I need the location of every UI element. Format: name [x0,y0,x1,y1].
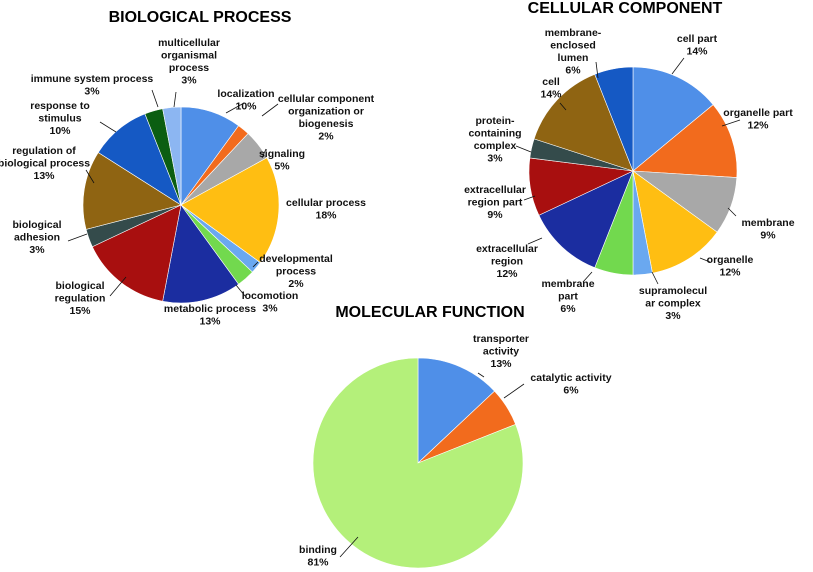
bp-slice-regulation-of-biological-process [82,152,182,230]
cc-slice-cell [533,73,634,172]
cc-leader-line [671,57,685,75]
cc-leader-line [595,61,599,79]
cc-chart-title: CELLULAR COMPONENT [528,0,723,17]
cc-leader-line [523,195,536,201]
cc-leader-line [721,119,741,127]
bp-leader-line [85,169,95,184]
cc-leader-line [559,102,567,111]
cc-slice-organelle [632,170,718,274]
mf-chart-title: MOLECULAR FUNCTION [335,304,524,321]
mf-leader-line [503,383,525,399]
bp-leader-line [252,261,259,268]
mf-slice-binding [312,357,524,569]
bp-leader-line [225,102,245,114]
bp-leader-line [151,89,159,108]
bp-chart-title: BIOLOGICAL PROCESS [109,9,292,26]
bp-leader-line [173,91,177,108]
cc-slice-membrane-enclosed-lumen [594,66,634,172]
bp-leader-line [99,121,117,133]
cc-leader-line [727,207,737,217]
cc-leader-line [582,271,593,283]
cc-leader-line [699,257,711,263]
cc-leader-line [651,271,659,285]
bp-slice-multicellular-organismal-process [162,106,182,206]
bp-slice-cellular-process [180,157,280,264]
bp-leader-line [67,233,88,242]
bp-leader-line [235,284,246,297]
cc-slice-organelle-part [632,104,738,178]
bp-leader-line [109,276,127,297]
mf-leader-line [477,372,485,378]
cc-slice-cell-part [632,66,714,172]
cc-slice-extracellular-region [538,170,634,269]
bp-leader-line [261,103,279,117]
mf-slice-transporter-activity [417,357,495,464]
bp-leader-line [261,148,267,159]
cc-leader-line [527,237,543,245]
cc-leader-line [515,145,532,153]
mf-leader-line [339,536,359,558]
